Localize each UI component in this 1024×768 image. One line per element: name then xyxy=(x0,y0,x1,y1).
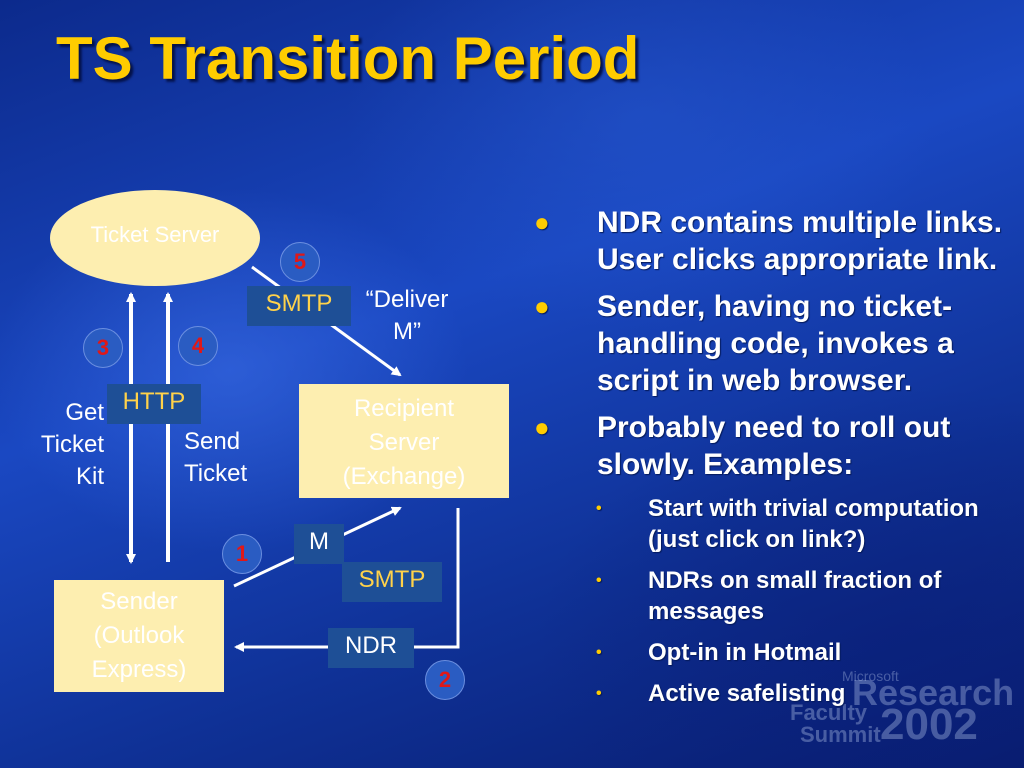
sub-bullet-text: Opt-in in Hotmail xyxy=(648,639,842,666)
arrow-ndr xyxy=(234,508,460,652)
sender-line-2: (Outlook xyxy=(93,622,185,649)
watermark-summit: Summit xyxy=(800,722,881,747)
bullet-item: ● Probably need to roll out slowly. Exam… xyxy=(530,409,1020,483)
ticket-server-node: Ticket Server xyxy=(50,190,260,286)
sub-bullet-item: • NDRs on small fraction of messages xyxy=(530,565,1020,627)
recipient-server-line-1: Recipient xyxy=(353,395,455,422)
sub-bullet-item: • Start with trivial computation (just c… xyxy=(530,493,1020,555)
m-tag: M xyxy=(294,524,344,564)
smtp-tag-top: SMTP xyxy=(247,286,351,326)
bullet-text: Sender, having no ticket-handling code, … xyxy=(597,290,954,397)
get-ticket-kit-line-1: Get xyxy=(65,399,104,426)
send-ticket-line-1: Send xyxy=(184,428,241,455)
sub-bullet-text: Start with trivial computation (just cli… xyxy=(648,495,979,553)
bullet-item: ● Sender, having no ticket-handling code… xyxy=(530,288,1020,399)
step-number-1: 1 xyxy=(222,534,262,574)
ticket-server-label: Ticket Server xyxy=(90,222,220,247)
sub-bullet-text: Active safelisting xyxy=(648,680,846,707)
get-ticket-kit-line-3: Kit xyxy=(75,463,104,490)
watermark-faculty: Faculty xyxy=(790,700,868,725)
step-number-2: 2 xyxy=(425,660,465,700)
smtp-tag-mid: SMTP xyxy=(342,562,442,602)
sub-bullet-dot-icon: • xyxy=(596,500,602,517)
bullet-dot-icon: ● xyxy=(534,207,550,237)
http-tag: HTTP xyxy=(107,384,201,424)
send-ticket-line-2: Ticket xyxy=(184,460,248,487)
watermark-microsoft: Microsoft xyxy=(842,668,899,684)
watermark-year: 2002 xyxy=(880,700,978,749)
recipient-server-line-3: (Exchange) xyxy=(342,463,466,490)
step-number-3: 3 xyxy=(83,328,123,368)
sender-line-1: Sender xyxy=(100,588,178,615)
bullet-text: Probably need to roll out slowly. Exampl… xyxy=(597,411,951,481)
bullet-dot-icon: ● xyxy=(534,291,550,321)
sub-bullet-dot-icon: • xyxy=(596,572,602,589)
bullet-text: NDR contains multiple links. User clicks… xyxy=(597,206,1003,276)
get-ticket-kit-label: Get Ticket Kit xyxy=(20,397,104,493)
sub-bullet-dot-icon: • xyxy=(596,644,602,661)
watermark-research: Research xyxy=(852,672,1015,713)
deliver-m-label: “Deliver M” xyxy=(352,284,462,348)
sub-bullet-text: NDRs on small fraction of messages xyxy=(648,567,942,625)
step-number-5: 5 xyxy=(280,242,320,282)
recipient-server-line-2: Server xyxy=(368,429,440,456)
sender-node: Sender (Outlook Express) xyxy=(54,580,224,692)
bullet-item: ● NDR contains multiple links. User clic… xyxy=(530,204,1020,278)
send-ticket-label: Send Ticket xyxy=(184,426,284,490)
bullet-list: ● NDR contains multiple links. User clic… xyxy=(530,204,1020,719)
deliver-m-line-2: M” xyxy=(393,318,421,345)
get-ticket-kit-line-2: Ticket xyxy=(40,431,104,458)
bullet-dot-icon: ● xyxy=(534,412,550,442)
ndr-tag: NDR xyxy=(328,628,414,668)
slide-title: TS Transition Period xyxy=(56,25,640,92)
sub-bullet-dot-icon: • xyxy=(596,685,602,702)
deliver-m-line-1: “Deliver xyxy=(365,286,449,313)
sender-line-3: Express) xyxy=(91,656,187,683)
sub-bullet-item: • Opt-in in Hotmail xyxy=(530,637,1020,668)
step-number-4: 4 xyxy=(178,326,218,366)
recipient-server-node: Recipient Server (Exchange) xyxy=(299,384,509,498)
sub-bullet-item: • Active safelisting xyxy=(530,678,1020,709)
